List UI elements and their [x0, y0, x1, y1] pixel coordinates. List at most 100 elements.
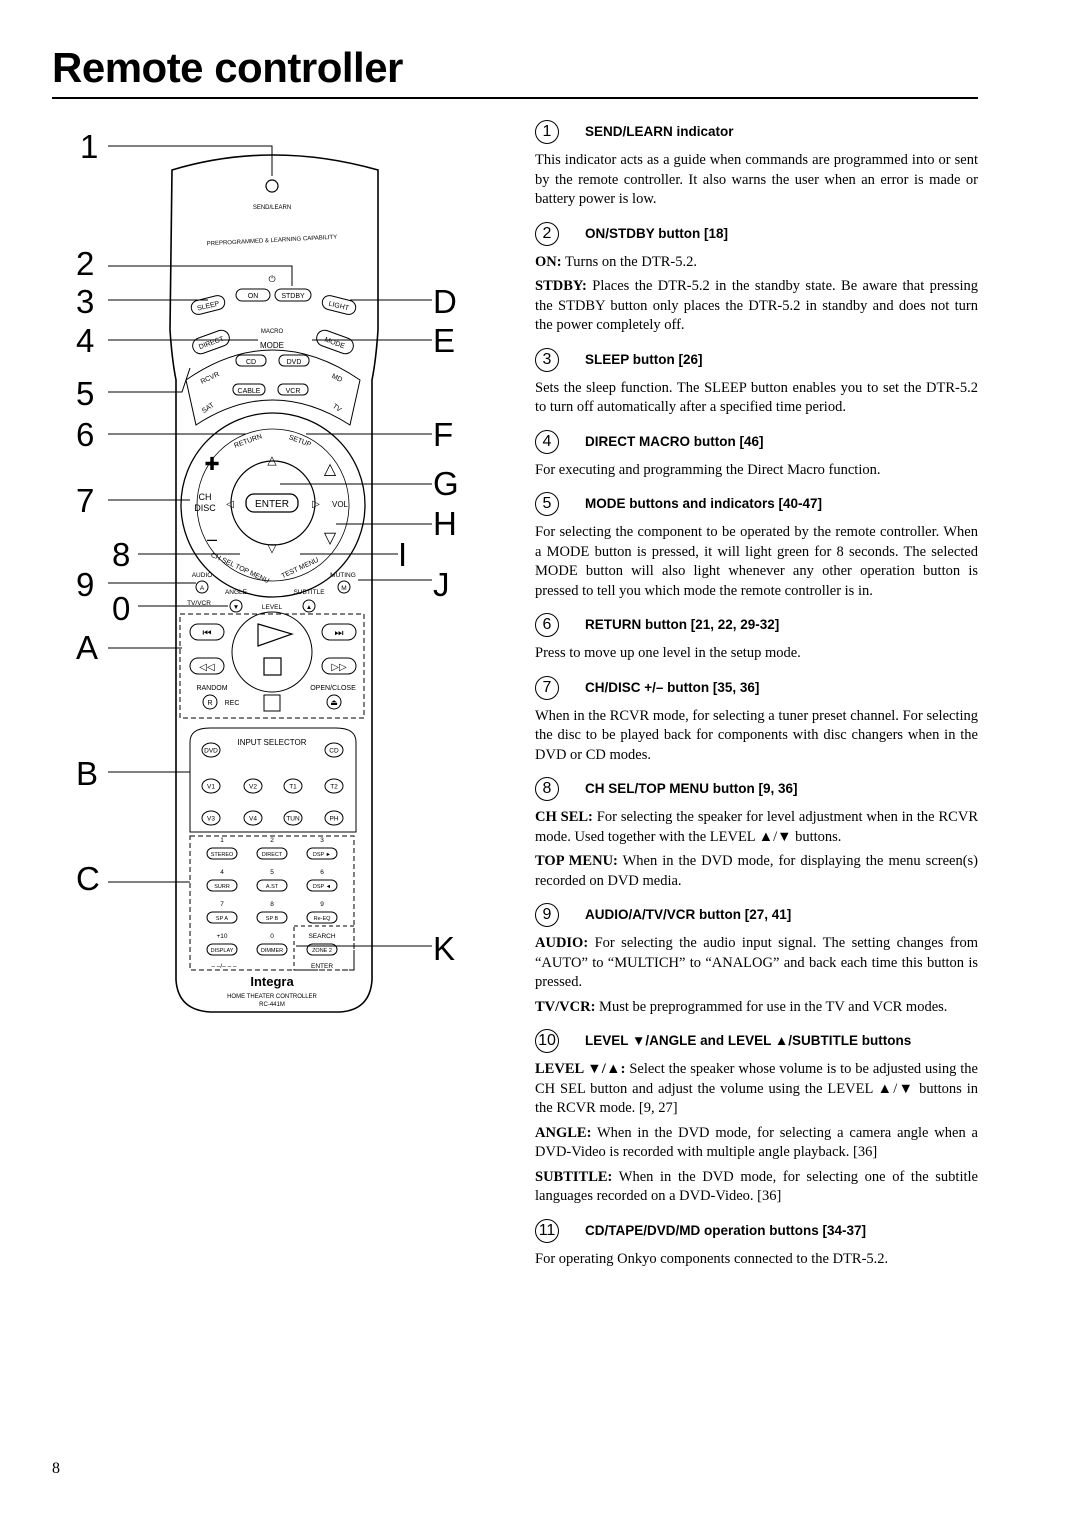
keypad-number: 3	[320, 837, 324, 844]
input-button-label: DVD	[204, 748, 218, 755]
rec-label: REC	[225, 700, 240, 707]
callout-5: 5	[76, 375, 95, 412]
item-paragraph: ANGLE: When in the DVD mode, for selecti…	[535, 1124, 978, 1161]
nav-cluster[interactable]: ENTER RETURN SETUP △ ▽ ◁ ▷ ✚ – △ ▽ CH DI…	[180, 412, 366, 598]
item-title: RETURN button [21, 22, 29-32]	[585, 617, 780, 633]
svg-text:▷: ▷	[312, 499, 320, 510]
callout-4: 4	[76, 322, 95, 359]
input-button[interactable]	[201, 742, 221, 758]
callout-c: C	[76, 860, 100, 897]
item-number-badge: 3	[535, 347, 559, 372]
callout-9: 9	[76, 566, 95, 603]
power-row[interactable]: ⏻ ON STDBY SLEEP LIGHT	[190, 274, 357, 316]
item-paragraph: For executing and programming the Direct…	[535, 461, 881, 478]
item-number-badge: 7	[535, 675, 559, 700]
keypad-button[interactable]	[206, 879, 238, 892]
tv-vcr-label: TV/VCR	[187, 600, 211, 607]
item-number-badge: 6	[535, 613, 559, 637]
keypad-button[interactable]	[306, 911, 338, 924]
svg-text:⏏: ⏏	[330, 698, 338, 707]
item-title: CH/DISC +/– button [35, 36]	[585, 679, 760, 695]
input-button[interactable]	[324, 810, 344, 826]
paragraph-lead: TOP MENU:	[535, 853, 618, 869]
input-button[interactable]	[243, 810, 263, 826]
callout-d: D	[433, 283, 457, 320]
input-button[interactable]	[283, 778, 303, 794]
ch-label: CH	[199, 492, 212, 502]
keypad-button-label: SP A	[216, 916, 228, 922]
keypad-button[interactable]	[206, 911, 238, 924]
return-label: RETURN	[233, 433, 263, 450]
open-close-label: OPEN/CLOSE	[310, 685, 356, 692]
callout-8: 8	[112, 536, 131, 573]
input-button[interactable]	[243, 778, 263, 794]
svg-text:⏮: ⏮	[203, 628, 212, 639]
level-label: LEVEL	[262, 604, 283, 611]
callout-a: A	[76, 629, 99, 666]
input-selector[interactable]: INPUT SELECTOR	[189, 727, 357, 833]
sleep-label: SLEEP	[197, 300, 221, 312]
keypad-button[interactable]	[206, 943, 238, 956]
input-button[interactable]	[201, 778, 221, 794]
vcr-label: VCR	[286, 388, 301, 395]
description-item: 7 CH/DISC +/– button [35, 36] When in the …	[535, 675, 978, 766]
keypad-button-label: STEREO	[211, 852, 234, 858]
item-paragraph: Press to move up one level in the setup …	[535, 645, 801, 661]
page-number: 8	[52, 1460, 60, 1477]
keypad-button[interactable]	[256, 879, 288, 892]
keypad-button[interactable]	[306, 943, 338, 956]
item-paragraph: CH SEL: For selecting the speaker for le…	[535, 809, 978, 845]
keypad-button-label: SURR	[214, 884, 230, 890]
svg-text:△: △	[324, 461, 337, 478]
dash-label: – –/– – –	[211, 963, 237, 970]
callout-e: E	[433, 322, 456, 359]
model-label: RC-441M	[259, 1002, 285, 1008]
input-button[interactable]	[324, 778, 344, 794]
svg-text:⏭: ⏭	[335, 628, 344, 639]
keypad-number: 8	[270, 901, 274, 908]
keypad-number: SEARCH	[308, 933, 335, 940]
random-label: RANDOM	[196, 685, 227, 692]
input-button-label: V3	[207, 816, 215, 823]
keypad-button[interactable]	[206, 847, 238, 860]
md-label: MD	[330, 373, 343, 384]
keypad-button[interactable]	[306, 847, 338, 860]
item-paragraph: LEVEL ▼/▲: Select the speaker whose volu…	[535, 1061, 978, 1116]
keypad-button[interactable]	[256, 847, 288, 860]
keypad-button[interactable]	[306, 879, 338, 892]
item-number-badge: 5	[535, 492, 559, 516]
remote-illustration: SEND/LEARN PREPROGRAMMED & LEARNING CAPA…	[108, 145, 432, 1013]
input-button[interactable]	[283, 810, 303, 826]
input-button[interactable]	[324, 742, 344, 758]
item-title: ON/STDBY button [18]	[585, 225, 728, 241]
audio-row[interactable]: AUDIO MUTING A M ANGLE SUBTITLE TV/VCR ▼…	[187, 572, 356, 613]
keypad-section[interactable]	[189, 835, 355, 971]
input-button-label: T1	[289, 784, 297, 791]
paragraph-lead: CH SEL:	[535, 809, 593, 825]
svg-text:✚: ✚	[204, 454, 219, 474]
keypad-button-label: DIRECT	[262, 852, 283, 858]
transport-section[interactable]: ⏮ ⏭ ◁◁ ▷▷ RANDOM OPEN/CLOSE R REC ⏏	[179, 611, 365, 719]
mode-section[interactable]: MACRO MODE DIRECT MODE RCVR CD DVD MD SA…	[185, 328, 361, 426]
item-number-badge: 9	[535, 903, 559, 927]
svg-text:◁: ◁	[226, 499, 234, 510]
send-learn-label: SEND/LEARN	[253, 205, 291, 211]
item-paragraph: This indicator acts as a guide when comm…	[535, 152, 978, 207]
keypad-button[interactable]	[256, 943, 288, 956]
item-paragraph: When in the RCVR mode, for selecting a t…	[535, 707, 978, 763]
item-paragraph: For selecting the component to be operat…	[535, 524, 978, 599]
input-button[interactable]	[201, 810, 221, 826]
keypad-button[interactable]	[256, 911, 288, 924]
item-paragraph: SUBTITLE: When in the DVD mode, for sele…	[535, 1168, 978, 1205]
